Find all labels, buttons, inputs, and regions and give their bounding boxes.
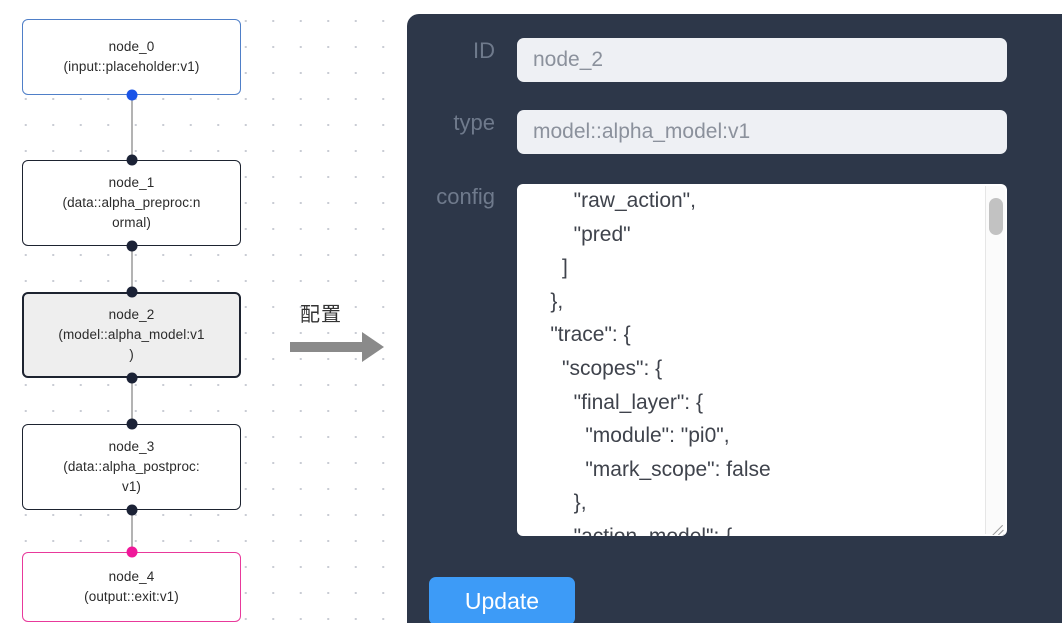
annotation-label: 配置 [300,304,342,326]
config-scrollbar[interactable] [985,186,1005,534]
resize-grip-icon[interactable] [986,515,1006,535]
config-scrollbar-thumb[interactable] [989,198,1003,235]
graph-node-label: node_2 (model::alpha_model:v1 ) [58,307,205,362]
config-textarea[interactable] [517,184,1007,536]
id-input[interactable] [517,38,1007,82]
node-port-in[interactable] [126,154,137,166]
node-port-out[interactable] [126,504,137,516]
graph-node-label: node_0 (input::placeholder:v1) [63,39,200,74]
annotation-group: 配置 [290,298,400,368]
graph-node-node_1[interactable]: node_1 (data::alpha_preproc:n ormal) [22,160,241,246]
graph-node-node_2[interactable]: node_2 (model::alpha_model:v1 ) [22,292,241,378]
id-field-row: ID [407,38,1007,82]
config-field-row: config "raw_action", "pred" ] }, "trace"… [407,184,1007,536]
id-field-label: ID [473,38,495,63]
node-port-out[interactable] [126,372,137,384]
node-port-out[interactable] [126,89,137,101]
node-port-in[interactable] [126,286,137,298]
graph-edge[interactable] [130,378,133,424]
graph-node-label: node_1 (data::alpha_preproc:n ormal) [62,175,201,230]
graph-node-node_4[interactable]: node_4 (output::exit:v1) [22,552,241,622]
node-port-in[interactable] [126,418,137,430]
config-editor-wrapper: "raw_action", "pred" ] }, "trace": { "sc… [517,184,1007,536]
graph-edge[interactable] [130,246,133,292]
graph-node-label: node_3 (data::alpha_postproc: v1) [63,439,200,494]
graph-node-node_0[interactable]: node_0 (input::placeholder:v1) [22,19,241,95]
type-field-row: type [407,110,1007,154]
type-field-label: type [453,110,495,135]
arrow-right-icon [290,332,384,362]
graph-edge[interactable] [130,510,133,552]
node-port-in[interactable] [126,546,137,558]
graph-node-label: node_4 (output::exit:v1) [84,569,179,604]
type-input[interactable] [517,110,1007,154]
graph-edge[interactable] [130,95,133,160]
update-button[interactable]: Update [429,577,575,623]
config-field-label: config [436,184,495,209]
node-inspector-panel: ID type config "raw_action", "pred" ] },… [407,14,1062,623]
graph-node-node_3[interactable]: node_3 (data::alpha_postproc: v1) [22,424,241,510]
node-port-out[interactable] [126,240,137,252]
